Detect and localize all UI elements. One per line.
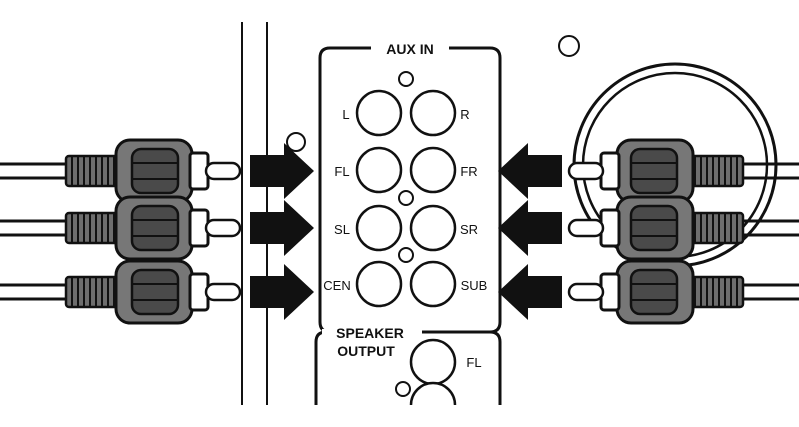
jack-label-fr: FR bbox=[460, 164, 477, 179]
arrow-icon bbox=[250, 264, 314, 320]
rca-plug-sub bbox=[567, 259, 799, 325]
arrow-icon bbox=[498, 200, 562, 256]
screw-hole bbox=[558, 35, 580, 57]
speaker-jack-label-fl: FL bbox=[466, 355, 481, 370]
jack-label-sub: SUB bbox=[461, 278, 488, 293]
rca-plug-sl bbox=[0, 195, 242, 261]
jack-label-l: L bbox=[342, 107, 349, 122]
arrow-icon bbox=[498, 143, 562, 199]
arrow-icon bbox=[250, 143, 314, 199]
aux-in-panel: AUX IN L R FL FR SL SR CEN SUB bbox=[318, 41, 502, 334]
jack-label-cen: CEN bbox=[323, 278, 350, 293]
jack-l bbox=[355, 89, 403, 137]
jack-sub bbox=[409, 260, 457, 308]
jack-sr bbox=[409, 204, 457, 252]
jack-label-sr: SR bbox=[460, 222, 478, 237]
jack-fr bbox=[409, 146, 457, 194]
left-rca-plugs bbox=[0, 138, 242, 325]
jack-label-fl: FL bbox=[334, 164, 349, 179]
aux-in-title: AUX IN bbox=[386, 41, 433, 57]
jack-cen bbox=[355, 260, 403, 308]
arrow-icon bbox=[250, 200, 314, 256]
speaker-jack-fl bbox=[409, 338, 457, 386]
rca-plug-sr bbox=[567, 195, 799, 261]
right-arrows bbox=[498, 143, 562, 320]
jack-label-r: R bbox=[460, 107, 469, 122]
jack-label-sl: SL bbox=[334, 222, 350, 237]
speaker-output-panel: SPEAKER OUTPUT FL bbox=[314, 325, 502, 406]
speaker-output-title-line1: SPEAKER bbox=[336, 325, 404, 341]
jack-fl bbox=[355, 146, 403, 194]
jack-sl bbox=[355, 204, 403, 252]
right-rca-plugs bbox=[567, 138, 799, 325]
screw-hole bbox=[286, 132, 306, 152]
left-arrows bbox=[250, 143, 314, 320]
speaker-output-title-line2: OUTPUT bbox=[337, 343, 395, 359]
jack-r bbox=[409, 89, 457, 137]
rca-plug-fl bbox=[0, 138, 242, 204]
arrow-icon bbox=[498, 264, 562, 320]
rca-plug-cen bbox=[0, 259, 242, 325]
